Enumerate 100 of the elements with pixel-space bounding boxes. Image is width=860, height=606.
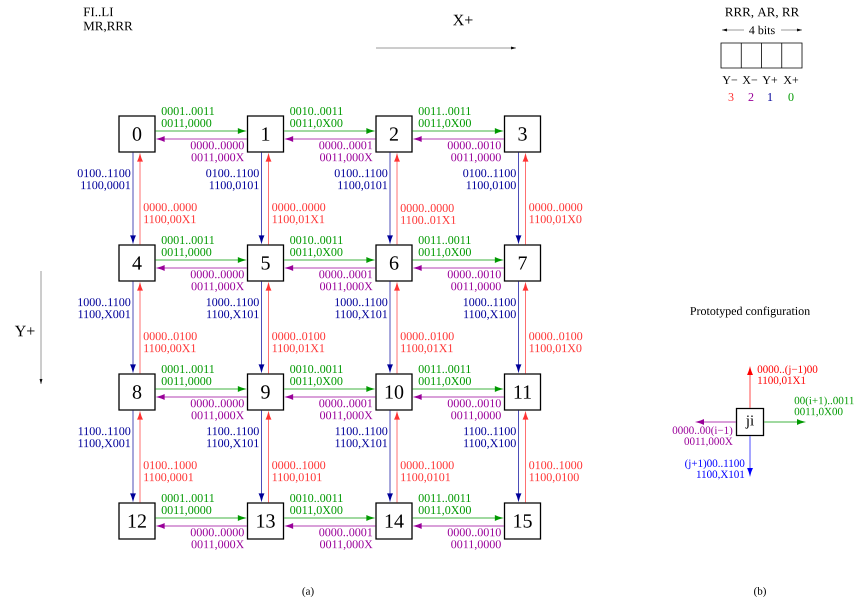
arrow [258, 152, 264, 244]
arrow [522, 412, 528, 503]
edge-label: 0000..0100 1100,01X1 [272, 332, 326, 354]
subfigure-label: (b) [754, 587, 766, 597]
arrow [130, 281, 136, 372]
bit-index: 1 [768, 93, 772, 101]
edge-label: 0000..0010 0011,0000 [448, 141, 501, 164]
edge-label: 0000..00(i−1) 0011,000X [672, 426, 733, 447]
arrow [285, 394, 376, 400]
edge-label: 0011..0011 0011,0X00 [418, 494, 471, 516]
bit-label: X− [742, 76, 758, 84]
arrow [414, 523, 504, 529]
arrow [284, 257, 374, 263]
arrow [414, 394, 504, 400]
subfigure-label: (a) [302, 587, 314, 597]
edge-label: 0000..1000 1100,0101 [400, 461, 454, 483]
arrow [155, 128, 246, 134]
arrow [412, 128, 503, 134]
edge-label: 1100..1100 1100,X101 [207, 427, 259, 449]
arrow [130, 410, 136, 502]
dimension-label: 4 bits [749, 26, 775, 34]
arrow [516, 152, 522, 244]
axis-label: X+ [453, 14, 472, 26]
edge-label: 0000..0000 0011,000X [190, 270, 244, 292]
bit-index: 2 [748, 93, 754, 101]
edge-label: 0000..0010 0011,0000 [448, 528, 501, 550]
edge-label: 0000..0001 0011,000X [319, 141, 373, 164]
arrow [394, 282, 400, 374]
arrow [764, 419, 805, 425]
edge-label: 0100..1000 1100,0100 [529, 461, 582, 483]
arrow [137, 282, 143, 374]
edge-label: 0000..0100 1100,01X1 [400, 332, 454, 354]
arrow [285, 265, 376, 271]
arrow [258, 281, 264, 372]
arrow [747, 367, 753, 408]
edge-label: 00(i+1)..0011 0011,0X00 [794, 396, 854, 417]
edge-label: 1100..1100 1100,X100 [464, 427, 516, 449]
edge-label: 0000..0000 0011,000X [190, 399, 244, 422]
edge-label: 0000..0100 1100,00X1 [144, 332, 197, 354]
arrow [130, 152, 136, 244]
router-box: 6 [375, 244, 413, 282]
edge-label: 0100..1100 1100,0001 [78, 169, 130, 191]
arrow [155, 386, 246, 392]
edge-label: 0000..0000 1100,00X1 [144, 203, 197, 225]
arrow [285, 136, 376, 142]
edge-label: 0010..0011 0011,0X00 [290, 236, 343, 258]
edge-label: 1000..1100 1100,X101 [335, 298, 388, 320]
router-box: 5 [246, 244, 284, 282]
arrow [284, 515, 374, 521]
router-box: 10 [375, 373, 413, 411]
arrow [412, 257, 503, 263]
router-box: 2 [375, 115, 413, 153]
edge-label: 0010..0011 0011,0X00 [290, 494, 343, 516]
arrow [284, 386, 374, 392]
arrow [266, 412, 272, 503]
edge-label: 1000..1100 1100,X001 [78, 298, 130, 320]
arrow [516, 281, 522, 372]
key-text: FI..LI [84, 8, 114, 16]
edge-label: 0000..0000 0011,000X [190, 528, 244, 550]
edge-label: 0000..0001 0011,000X [319, 270, 373, 292]
arrow [412, 515, 503, 521]
router-box: 11 [504, 373, 542, 411]
arrow [266, 282, 272, 374]
router-box: ji [736, 408, 764, 436]
edge-label: 0000..(j−1)00 1100,01X1 [758, 365, 818, 386]
edge-label: 0100..1100 1100,0101 [334, 169, 388, 191]
edge-label: 0011..0011 0011,0X00 [418, 364, 471, 387]
edge-label: 0001..0011 0011,0000 [162, 494, 214, 516]
bit-index: 3 [728, 92, 734, 102]
arrow [414, 136, 504, 142]
arrow [155, 257, 246, 263]
arrow [285, 523, 376, 529]
edge-label: 0000..0010 0011,0000 [448, 270, 501, 292]
edge-label: 0000..0001 0011,000X [319, 399, 373, 422]
arrow [747, 436, 753, 476]
arrow [696, 419, 736, 425]
edge-label: 0001..0011 0011,0000 [162, 364, 214, 387]
arrow [258, 410, 264, 502]
edge-label: 1000..1100 1100,X100 [464, 298, 516, 320]
edge-label: 0001..0011 0011,0000 [162, 106, 214, 129]
arrow [137, 154, 143, 245]
router-box: 12 [118, 502, 156, 540]
edge-label: 0000..0001 0011,000X [319, 528, 373, 550]
router-box: 8 [118, 373, 156, 411]
router-box: 15 [504, 502, 542, 540]
edge-label: 0100..1000 1100,0001 [144, 461, 197, 483]
arrow [414, 265, 504, 271]
edge-label: 1000..1100 1100,X101 [206, 298, 259, 320]
edge-label: 0000..0000 1100,01X1 [272, 203, 326, 225]
edge-label: 0000..0010 0011,0000 [448, 399, 501, 422]
edge-label: 0000..1000 1100,0101 [272, 461, 326, 483]
edge-label: 0000..0000 1100..01X1 [400, 204, 456, 224]
panel-title: Prototyped configuration [690, 306, 810, 318]
arrow [522, 154, 528, 245]
arrow [284, 128, 374, 134]
arrow [387, 410, 393, 502]
arrow [156, 136, 248, 142]
edge-label: 0010..0011 0011,0X00 [290, 364, 343, 387]
arrow [516, 410, 522, 502]
bit-label: Y− [722, 76, 738, 84]
